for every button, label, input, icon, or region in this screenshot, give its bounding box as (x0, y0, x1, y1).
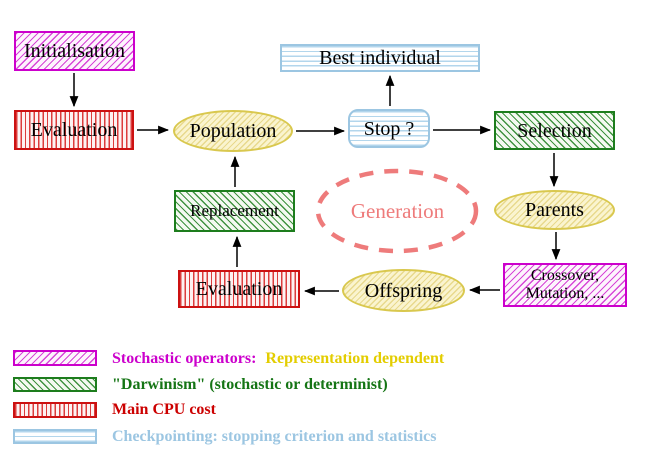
node-population: Population (173, 110, 293, 152)
node-replacement-label: Replacement (190, 200, 279, 220)
node-best-individual: Best individual (280, 44, 480, 72)
node-offspring: Offspring (342, 269, 465, 312)
legend-swatch-cpu (13, 402, 97, 418)
node-parents: Parents (494, 190, 615, 230)
crossover-line1: Crossover, (530, 266, 600, 284)
node-evaluation-bottom-label: Evaluation (195, 278, 283, 300)
legend-stochastic-label: Stochastic operators: (112, 350, 257, 367)
legend-row-darwinism: "Darwinism" (stochastic or determinist) (112, 376, 388, 394)
legend-row-checkpointing: Checkpointing: stopping criterion and st… (112, 428, 436, 446)
node-initialisation: Initialisation (14, 31, 135, 71)
legend-row-cpu: Main CPU cost (112, 401, 216, 419)
node-evaluation-bottom: Evaluation (178, 270, 300, 308)
node-evaluation-top-label: Evaluation (30, 119, 118, 141)
node-evaluation-top: Evaluation (14, 110, 134, 150)
node-initialisation-label: Initialisation (23, 40, 126, 62)
node-offspring-label: Offspring (364, 279, 443, 302)
generation-dashed-ellipse (315, 168, 479, 254)
node-population-label: Population (189, 120, 277, 142)
legend-checkpointing-label: Checkpointing: stopping criterion and st… (112, 428, 437, 445)
node-selection-label: Selection (517, 119, 592, 142)
node-generation: Generation (315, 168, 480, 255)
crossover-line2: Mutation, ... (525, 285, 605, 302)
node-replacement: Replacement (174, 190, 295, 232)
legend-stochastic-label2: Representation dependent (265, 350, 445, 367)
node-stop: Stop ? (348, 109, 430, 148)
legend-row-stochastic: Stochastic operators: Representation depe… (112, 350, 444, 368)
legend-swatch-checkpointing (13, 429, 97, 444)
node-stop-label: Stop ? (363, 117, 415, 140)
node-crossover-mutation-label: Crossover, Mutation, ... (526, 267, 605, 304)
legend-darwinism-label: "Darwinism" (stochastic or determinist) (112, 376, 388, 393)
node-best-individual-label: Best individual (319, 47, 441, 69)
legend-swatch-darwinism (13, 377, 97, 392)
node-selection: Selection (494, 111, 615, 150)
node-parents-label: Parents (525, 199, 584, 221)
node-generation-label: Generation (350, 199, 445, 223)
legend-cpu-label: Main CPU cost (112, 401, 216, 418)
node-crossover-mutation: Crossover, Mutation, ... (503, 263, 627, 307)
legend-swatch-stochastic (13, 350, 97, 366)
